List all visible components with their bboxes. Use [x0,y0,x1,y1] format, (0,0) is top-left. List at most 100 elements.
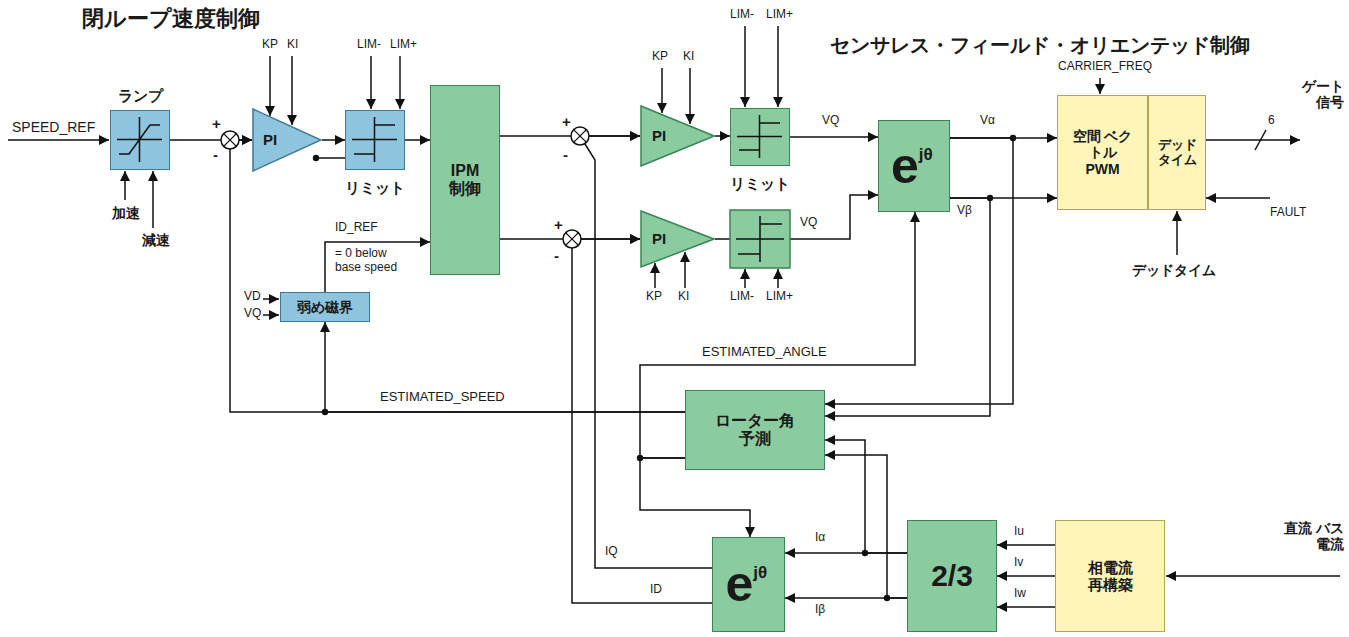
transform-symbol: ejθ [891,145,937,188]
junction-cross [566,233,579,246]
rotation-transform-box: ejθ [712,537,785,632]
ramp-curve [117,117,162,162]
pi-controller: PI [640,105,715,167]
limit-curve [737,115,782,158]
signal-wire [580,136,712,568]
signal-name: VQ [820,114,841,128]
signal-wire [325,322,685,412]
junction-cross [574,130,587,143]
output-name: ゲート 信号 [1294,78,1346,110]
junction-dot [1010,135,1016,141]
antiwindup-wire [316,157,345,159]
limiter-symbol [736,216,784,262]
junction-circle [563,230,581,248]
junction-circle [571,127,589,145]
block-caption: リミット [343,179,407,196]
signal-arrow [1099,78,1101,94]
signal-arrow [262,314,279,316]
summing-junction [563,230,581,248]
signal-arrow [124,171,126,200]
junction-dot [884,595,890,601]
signal-name: ESTIMATED_SPEED [378,390,507,405]
limiter-block: リミット [730,108,790,166]
input-name: 加速 [110,205,142,221]
diagram-title: 閉ループ速度制御 [80,6,262,31]
signal-arrow [291,56,293,125]
signal-arrow [370,56,372,109]
bus-width: 6 [1266,114,1277,128]
block-label: PI [652,127,666,144]
signal-arrow [684,252,686,288]
sign-mark: + [210,115,223,132]
triangle-outline [640,105,715,167]
signal-wire [322,139,345,141]
signal-wire [325,242,430,292]
signal-arrow [8,139,109,141]
signal-name: ESTIMATED_ANGLE [700,345,829,360]
rotation-transform-box: ejθ [878,120,950,212]
svpwm-box: 空間 ベクトル PWM [1057,95,1148,210]
parameter-name: LIM- [355,38,383,52]
signal-arrow [744,269,746,288]
sign-mark: + [552,216,565,233]
triangle-shape [641,211,714,267]
limit-curve [352,117,397,162]
junction-cross [224,134,237,147]
signal-wire [997,544,1055,546]
sign-mark: - [552,247,561,264]
deadtime-box: デッド タイム [1148,95,1206,210]
signal-arrow [661,68,663,113]
signal-name: Vα [978,114,997,128]
ipm-control-box: IPM 制御 [430,85,500,275]
signal-wire [825,455,907,598]
ramp-symbol [111,111,168,168]
signal-arrow [152,171,154,228]
triangle-outline [252,108,322,172]
signal-name: ID [648,583,664,597]
junction-circle [221,131,239,149]
parameter-name: KI [285,38,300,52]
signal-arrow [1206,197,1270,199]
block-label: PI [652,230,666,247]
signal-arrow [1166,575,1340,577]
signal-name: Iw [1012,587,1028,601]
signal-arrow [1206,139,1300,141]
parameter-name: デッドタイム [1130,262,1218,278]
block-label: 空間 ベクトル PWM [1072,128,1134,176]
parameter-name: KP [650,50,670,64]
block-caption: ランプ [116,87,165,104]
triangle-outline [640,210,715,268]
block-label: デッド タイム [1154,138,1200,168]
pi-controller: PI [640,210,715,268]
clarke-transform-box: 2/3 [907,520,997,632]
signal-arrow [269,56,271,116]
section-title: センサレス・フィールド・オリエンテッド制御 [828,34,1252,57]
sign-mark: + [560,113,573,130]
block-label: PI [263,131,277,148]
signal-wire [825,440,907,553]
signal-name: VQ [242,307,263,321]
transform-symbol: ejθ [726,563,772,606]
junction-dot [313,155,319,161]
parameter-name: KI [676,290,691,304]
input-name: 減速 [140,232,172,248]
junction-dot [322,409,328,415]
limiter-block: リミット [345,110,405,170]
signal-name: Iu [1012,525,1026,539]
block-label: 相電流 再構築 [1080,559,1140,594]
ramp-block: ランプ [110,110,170,170]
field-weakening-box: 弱め磁界 [280,292,370,322]
block-label: 弱め磁界 [297,299,353,315]
junction-dot [862,550,868,556]
triangle-shape [641,106,714,166]
signal-arrow [689,68,691,124]
signal-name: VQ [798,216,819,230]
signal-wire [790,136,878,138]
signal-arrow [654,263,656,288]
signal-arrow [744,26,746,107]
rotor-angle-estimator: ローター角 予測 [685,390,825,470]
signal-wire [825,198,990,416]
signal-wire [997,606,1055,608]
parameter-name: LIM- [728,290,756,304]
current-reconstruction-box: 相電流 再構築 [1055,520,1165,632]
